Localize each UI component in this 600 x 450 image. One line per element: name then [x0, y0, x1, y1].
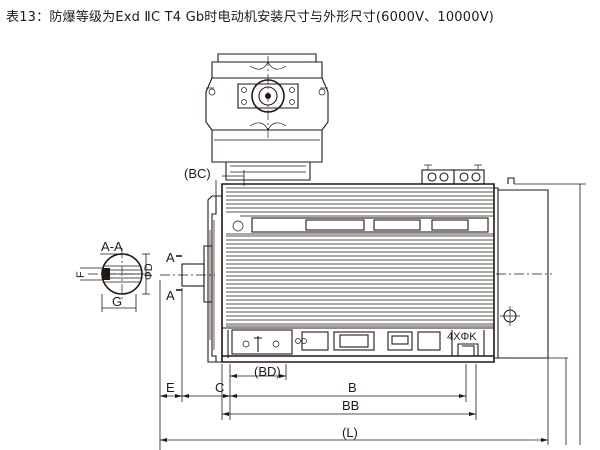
aux-terminal-boxes: [421, 164, 515, 185]
k-dim-label: 4XΦK: [447, 331, 477, 343]
top-terminal-box: [205, 53, 329, 181]
d-dim-label: ΦD: [143, 263, 155, 280]
bc-dim-label: (BC): [184, 166, 211, 181]
drive-end-bracket: [203, 195, 223, 363]
overall-height-guides: [514, 183, 586, 445]
bc-dimension: (BC): [184, 166, 245, 196]
stator-frame: [221, 183, 499, 363]
f-dim-label: F: [75, 271, 87, 278]
cut-label-bottom: A: [166, 288, 175, 303]
shaft-section-view: A-A F ΦD G: [75, 239, 155, 312]
bottom-dimensions: (BD) E C B BB (L): [159, 280, 548, 450]
b-dim-label: B: [348, 380, 357, 395]
bd-dim-label: (BD): [254, 364, 281, 379]
figure-caption: 表13：防爆等级为Exd ⅡC T4 Gb时电动机安装尺寸与外形尺寸(6000V…: [6, 10, 495, 25]
section-label: A-A: [101, 239, 123, 254]
c-dim-label: C: [215, 380, 224, 395]
e-dim-label: E: [166, 380, 175, 395]
l-dim-label: (L): [342, 425, 358, 440]
non-drive-end-cover: [496, 189, 552, 359]
bb-dim-label: BB: [342, 398, 359, 413]
shaft-extension: [160, 263, 215, 287]
g-dim-label: G: [112, 294, 122, 309]
section-cut-markers: A A: [166, 250, 182, 303]
cut-label-top: A: [166, 250, 175, 265]
